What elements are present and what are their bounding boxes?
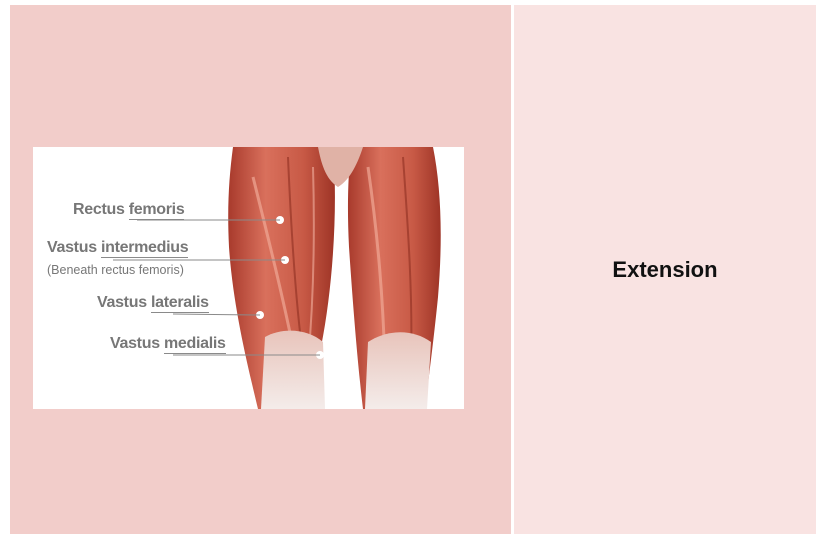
quadriceps-figure: Rectus femoris Vastus intermedius (Benea… <box>33 147 464 409</box>
extension-title: Extension <box>514 257 816 283</box>
label-vastus-intermedius-note: (Beneath rectus femoris) <box>47 263 184 277</box>
right-panel: Extension <box>514 5 816 534</box>
label-rectus-femoris: Rectus femoris <box>73 201 184 219</box>
label-vastus-lateralis: Vastus lateralis <box>97 294 209 312</box>
label-vastus-intermedius: Vastus intermedius <box>47 239 188 257</box>
label-vastus-medialis: Vastus medialis <box>110 335 226 353</box>
thigh-muscle-illustration <box>33 147 464 409</box>
